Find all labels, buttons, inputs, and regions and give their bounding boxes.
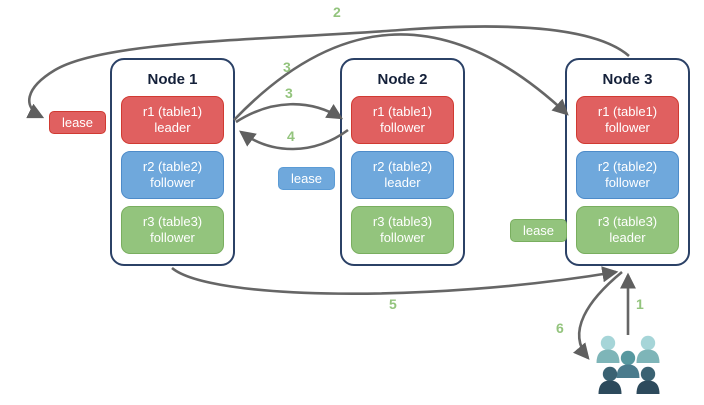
replica-name: r1 (table1) <box>142 103 203 119</box>
replica-name: r2 (table2) <box>372 158 433 174</box>
lease-badge-red: lease <box>49 111 106 134</box>
step-label-5: 5 <box>389 296 397 312</box>
node-2-replica-r1: r1 (table1) follower <box>351 96 454 144</box>
replica-role: follower <box>150 175 195 190</box>
node-2-title: Node 2 <box>377 71 428 88</box>
replica-name: r1 (table1) <box>597 103 658 119</box>
step-label-1: 1 <box>636 296 644 312</box>
replica-role: follower <box>380 120 425 135</box>
node-1-replica-r3: r3 (table3) follower <box>121 206 224 254</box>
replica-role: leader <box>609 230 646 245</box>
step-label-4: 4 <box>287 128 295 144</box>
replica-name: r2 (table2) <box>142 158 203 174</box>
step-label-2: 2 <box>333 4 341 20</box>
node-3: Node 3 r1 (table1) follower r2 (table2) … <box>565 58 690 266</box>
lease-badge-blue: lease <box>278 167 335 190</box>
replica-role: follower <box>605 175 650 190</box>
node-1-title: Node 1 <box>147 71 198 88</box>
node-2-replica-r3: r3 (table3) follower <box>351 206 454 254</box>
replica-role: leader <box>384 175 421 190</box>
replica-name: r1 (table1) <box>372 103 433 119</box>
arrow-6-node3-to-client <box>573 270 623 360</box>
node-2: Node 2 r1 (table1) follower r2 (table2) … <box>340 58 465 266</box>
replica-role: follower <box>150 230 195 245</box>
replica-role: follower <box>605 120 650 135</box>
arrow-5-node1-to-node3 <box>171 266 619 295</box>
replica-role: leader <box>154 120 191 135</box>
step-label-3a: 3 <box>283 59 291 75</box>
replica-role: follower <box>380 230 425 245</box>
node-1: Node 1 r1 (table1) leader r2 (table2) fo… <box>110 58 235 266</box>
step-label-3b: 3 <box>285 85 293 101</box>
node-1-replica-r1: r1 (table1) leader <box>121 96 224 144</box>
lease-badge-green: lease <box>510 219 567 242</box>
replica-name: r3 (table3) <box>597 213 658 229</box>
node-3-replica-r2: r2 (table2) follower <box>576 151 679 199</box>
node-3-replica-r3: r3 (table3) leader <box>576 206 679 254</box>
arrow-3-node1-to-node2 <box>235 102 344 124</box>
node-2-replica-r2: r2 (table2) leader <box>351 151 454 199</box>
replica-name: r3 (table3) <box>372 213 433 229</box>
step-label-6: 6 <box>556 320 564 336</box>
node-3-title: Node 3 <box>602 71 653 88</box>
node-1-replica-r2: r2 (table2) follower <box>121 151 224 199</box>
users-group-icon <box>596 335 660 394</box>
node-3-replica-r1: r1 (table1) follower <box>576 96 679 144</box>
replica-name: r2 (table2) <box>597 158 658 174</box>
replica-name: r3 (table3) <box>142 213 203 229</box>
